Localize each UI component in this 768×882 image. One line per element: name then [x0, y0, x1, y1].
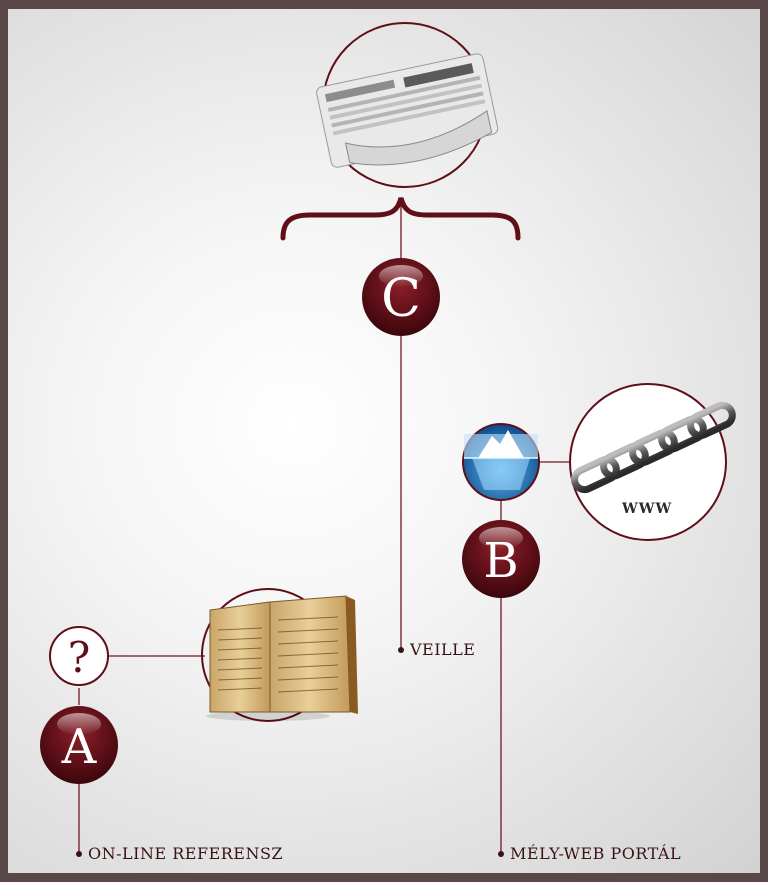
badge-c: C	[362, 258, 440, 336]
online-referensz-label: ON-LINE REFERENSZ	[88, 844, 283, 863]
question-mark-glyph: ?	[68, 633, 91, 682]
iceberg-icon	[463, 424, 539, 500]
mely-web-portal-label: MÉLY-WEB PORTÁL	[510, 844, 681, 863]
www-text: WWW	[622, 501, 672, 517]
veille-label: VEILLE	[410, 640, 475, 659]
badge-b-letter: B	[483, 533, 518, 589]
badge-c-letter: C	[381, 269, 421, 329]
a-label-bullet	[76, 851, 82, 857]
newspaper-icon	[315, 23, 501, 187]
badge-a: A	[40, 706, 118, 784]
c-label-bullet	[398, 647, 404, 653]
question-mark-icon: ?	[50, 627, 108, 685]
old-book-icon	[202, 589, 358, 721]
badge-b: B	[462, 520, 540, 598]
badge-a-letter: A	[61, 719, 98, 775]
b-label-bullet	[498, 851, 504, 857]
